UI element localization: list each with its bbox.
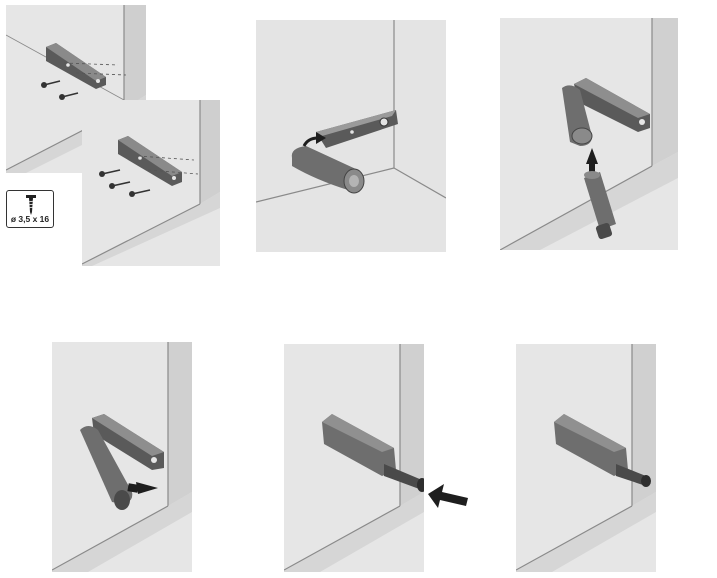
step-6-panel (516, 344, 656, 572)
arm-part (291, 146, 365, 194)
screw-spec-box: ø 3,5 x 16 (6, 190, 54, 228)
step-1-panel-bottom (82, 100, 220, 266)
step-4-panel (52, 342, 192, 572)
arm-push-drawing (52, 342, 192, 572)
step-3-panel (500, 18, 678, 250)
step-2-panel (256, 20, 446, 252)
unit-closed (322, 414, 424, 492)
installed-unit (554, 414, 651, 487)
bracket-bottom-part (118, 136, 182, 186)
screws-top (41, 80, 79, 100)
plunger-press-drawing (284, 344, 424, 572)
arm-hanging (562, 85, 593, 146)
installed-drawing (516, 344, 656, 572)
left-arrow-icon (428, 484, 468, 508)
step-1-panel-top (6, 5, 146, 173)
arm-attach-drawing (256, 20, 446, 252)
plunger-part (584, 171, 616, 240)
screws-bottom (99, 169, 151, 197)
up-arrow-icon (586, 148, 598, 164)
bracket-top-drawing (6, 5, 146, 173)
screw-spec-label: ø 3,5 x 16 (10, 214, 50, 224)
bracket-bottom-drawing (82, 100, 220, 266)
plunger-insert-drawing (500, 18, 678, 250)
step-5-panel (284, 344, 424, 572)
screw-icon (26, 195, 36, 215)
bracket-top-part (46, 43, 106, 89)
arm-with-plunger (80, 426, 133, 510)
right-arrow-icon (136, 482, 158, 494)
